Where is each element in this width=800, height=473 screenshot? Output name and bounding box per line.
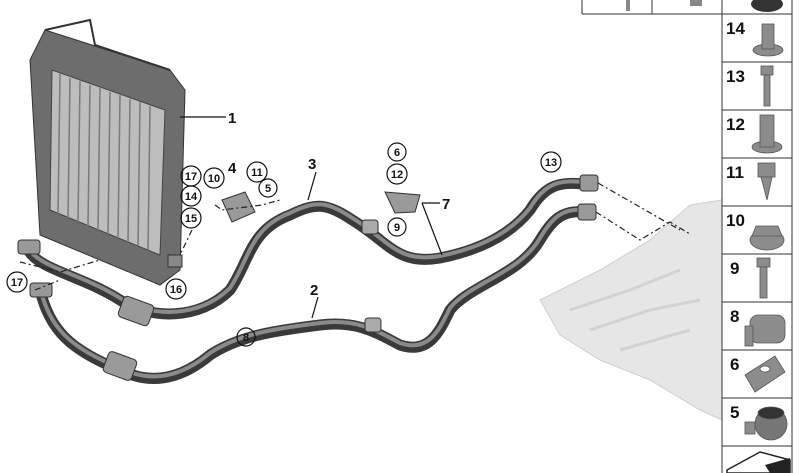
- self-tapping-screw-icon: [757, 162, 776, 201]
- rubber-bushing-icon: [751, 114, 783, 154]
- hex-bolt-icon: [756, 257, 771, 299]
- callout-17-upper: 17: [185, 171, 197, 183]
- part-number-6: 6: [730, 355, 739, 374]
- callout-14: 14: [185, 191, 198, 203]
- bracket-4-illustration: [221, 191, 256, 223]
- parts-grid-top-row: [581, 0, 722, 15]
- parts-column: [721, 0, 793, 473]
- part-number-14: 14: [726, 19, 745, 38]
- assembly-lines: [19, 182, 691, 291]
- mount-16-illustration: [167, 254, 183, 268]
- callout-8: 8: [243, 332, 249, 344]
- callout-3: 3: [308, 156, 316, 173]
- bracket-7-illustration: [384, 191, 421, 214]
- callout-17-lower: 17: [11, 277, 23, 289]
- callout-6: 6: [394, 147, 400, 159]
- collar-nut-icon: [752, 23, 784, 57]
- part-number-12: 12: [726, 115, 745, 134]
- circled-callouts: [6, 142, 562, 347]
- callout-9: 9: [394, 222, 400, 234]
- hose-clip-icon: [744, 314, 786, 347]
- oil-cooler-illustration: [29, 18, 186, 286]
- more-parts-arrow-icon[interactable]: [726, 451, 791, 473]
- grommet-icon: [751, 0, 783, 12]
- callout-16: 16: [170, 284, 182, 296]
- engine-block-illustration: [539, 199, 723, 421]
- callout-10: 10: [208, 173, 220, 185]
- callout-13: 13: [545, 157, 557, 169]
- part-number-9: 9: [730, 259, 739, 278]
- callout-1: 1: [228, 110, 236, 127]
- part-number-5: 5: [730, 403, 739, 422]
- part-number-10: 10: [726, 211, 745, 230]
- callout-11: 11: [251, 167, 263, 179]
- double-clamp-icon: [744, 355, 786, 393]
- part-number-8: 8: [730, 307, 739, 326]
- callout-12: 12: [391, 169, 403, 181]
- callout-15: 15: [185, 213, 197, 225]
- hex-flange-nut-icon: [749, 225, 785, 251]
- callout-5: 5: [265, 183, 271, 195]
- part-number-13: 13: [726, 67, 745, 86]
- pipe-clamp-icon: [744, 406, 788, 441]
- part-number-11: 11: [726, 163, 744, 182]
- hose-fittings: [17, 174, 599, 381]
- hex-bolt-icon: [760, 65, 774, 107]
- callout-7: 7: [442, 196, 450, 213]
- callout-4: 4: [228, 160, 237, 177]
- callout-2: 2: [310, 282, 318, 299]
- leader-lines: [180, 116, 443, 319]
